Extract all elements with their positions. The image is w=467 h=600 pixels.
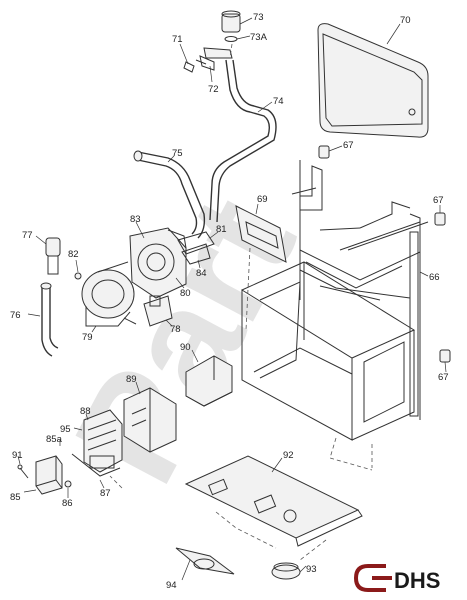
part-67-grommet-lower [439, 349, 451, 363]
part-77-fitting [45, 237, 61, 275]
part-75-pipe [133, 150, 206, 239]
part-94-handle [175, 547, 235, 575]
part-79-pump-motor [81, 261, 135, 327]
part-92-base-tray [184, 455, 363, 547]
label-86: 86 [62, 498, 73, 509]
label-73: 73 [253, 12, 264, 23]
label-92: 92 [283, 450, 294, 461]
part-66-chassis-frame [291, 160, 429, 420]
part-67-grommet-top [318, 145, 330, 159]
label-95: 95 [60, 424, 71, 435]
part-78-valve [123, 295, 173, 327]
part-90-bracket [185, 355, 233, 407]
label-87: 87 [100, 488, 111, 499]
label-90: 90 [180, 342, 191, 353]
part-88-pcb-assembly [71, 409, 123, 477]
label-83: 83 [130, 214, 141, 225]
label-67-right: 67 [433, 195, 444, 206]
label-85a: 85a [46, 434, 63, 445]
label-71: 71 [172, 34, 183, 45]
dhs-logo-text: DHS [394, 568, 440, 593]
part-91-screw [17, 464, 29, 479]
label-80: 80 [180, 288, 191, 299]
part-82-screw [74, 272, 82, 280]
label-69: 69 [257, 194, 268, 205]
label-77: 77 [22, 230, 33, 241]
label-81: 81 [216, 224, 227, 235]
part-74-pipe [209, 59, 277, 223]
part-85-relay-box [35, 455, 63, 495]
part-labels: 70 73 73A 71 72 74 67 67 67 75 69 83 81 … [10, 12, 449, 591]
part-76-pipe [40, 282, 59, 357]
assembly-lines [109, 43, 373, 561]
label-75: 75 [172, 148, 183, 159]
dhs-logo: DHS [353, 564, 440, 593]
dhs-logo-mark [353, 564, 386, 592]
part-89-cover [123, 387, 177, 453]
label-73a: 73A [250, 32, 268, 43]
label-70: 70 [400, 15, 411, 26]
label-94: 94 [166, 580, 177, 591]
label-85: 85 [10, 492, 21, 503]
part-73-air-vent [221, 10, 241, 42]
label-91: 91 [12, 450, 23, 461]
label-66: 66 [429, 272, 440, 283]
leader-lines [17, 17, 447, 581]
label-89: 89 [126, 374, 137, 385]
label-72: 72 [208, 84, 219, 95]
label-79: 79 [82, 332, 93, 343]
part-84-clip [181, 243, 211, 265]
label-84: 84 [196, 268, 207, 279]
part-69-bracket [235, 205, 287, 263]
part-71-clip [183, 47, 233, 73]
label-82: 82 [68, 249, 79, 260]
part-83-pump-body [129, 227, 187, 299]
combustion-chamber-box [240, 261, 416, 441]
label-67-top: 67 [343, 140, 354, 151]
label-93: 93 [306, 564, 317, 575]
label-74: 74 [273, 96, 284, 107]
label-78: 78 [170, 324, 181, 335]
part-93-foot [271, 562, 301, 580]
label-76: 76 [10, 310, 21, 321]
part-67-grommet-right [434, 212, 446, 226]
part-70-expansion-vessel [317, 23, 429, 138]
label-67-lower: 67 [438, 372, 449, 383]
label-88: 88 [80, 406, 91, 417]
part-86-screw [64, 480, 72, 488]
part-81-bracket [177, 231, 215, 255]
